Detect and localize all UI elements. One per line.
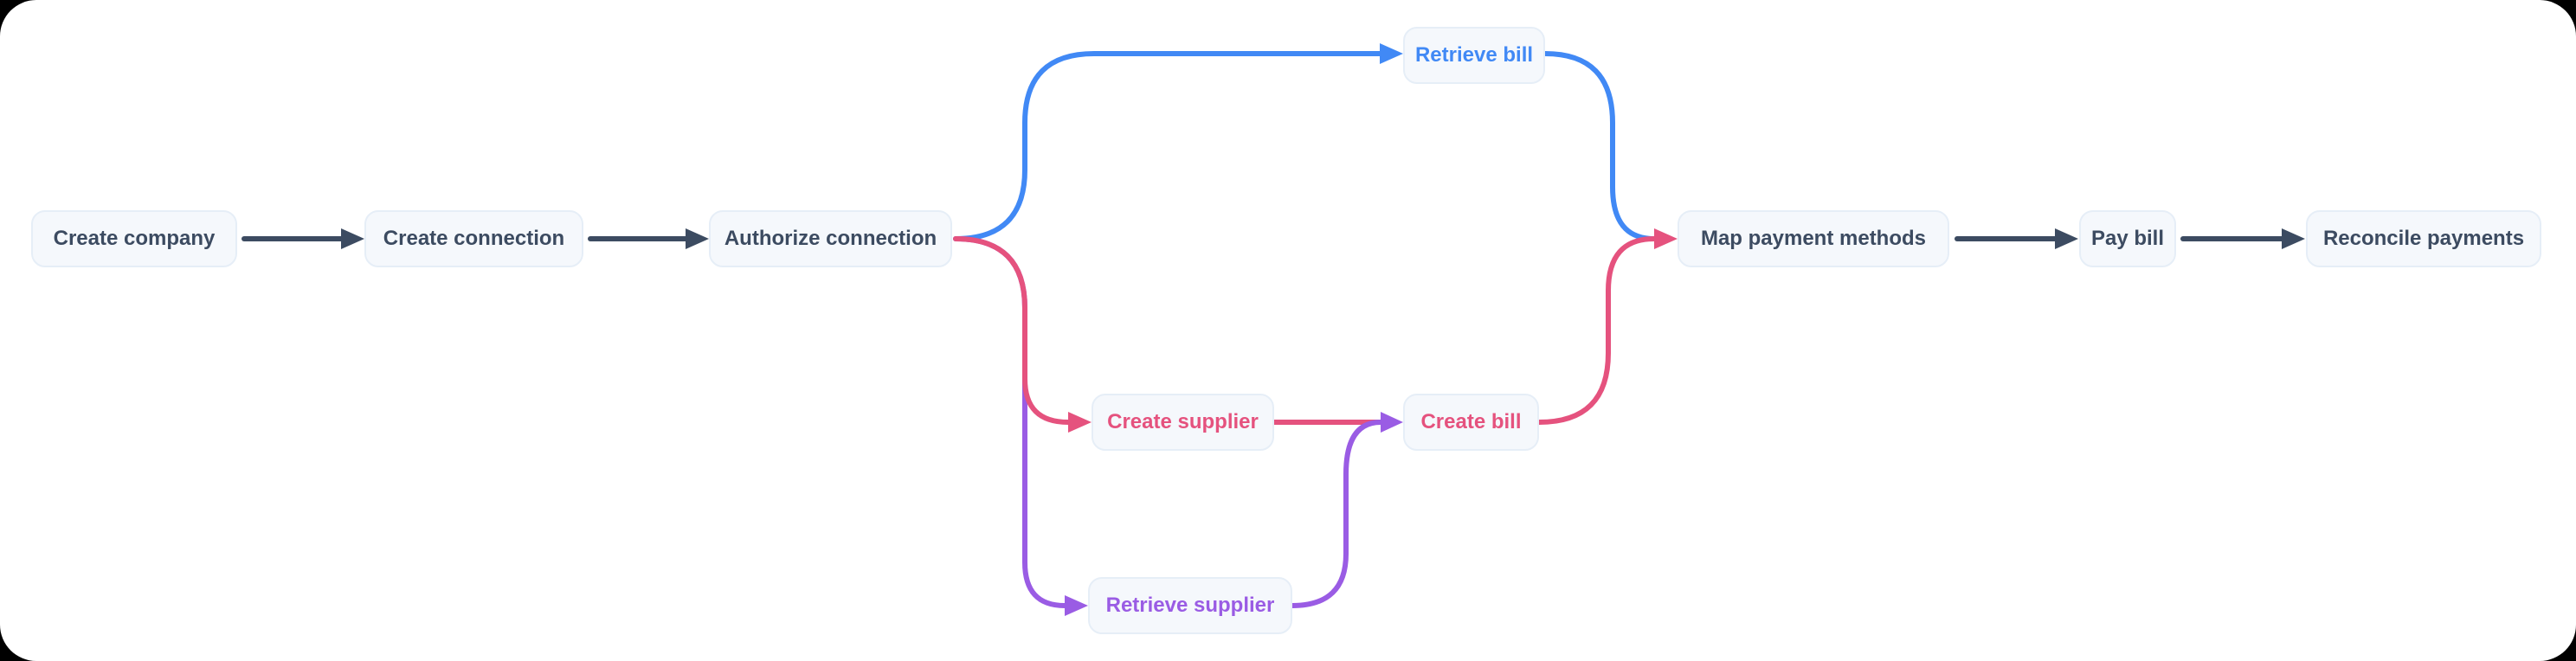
node-label: Authorize connection	[724, 227, 937, 250]
edge-authorize-connection-to-retrieve-bill	[953, 51, 1382, 241]
node-label: Create supplier	[1107, 410, 1259, 433]
node-label: Retrieve supplier	[1105, 594, 1275, 617]
arrowhead-authorize-connection	[686, 228, 709, 249]
node-label: Reconcile payments	[2322, 227, 2525, 250]
edge-authorize-connection-to-create-supplier	[953, 236, 1071, 425]
node-label: Map payment methods	[1700, 227, 1927, 250]
edge-retrieve-bill-to-map-payment-methods	[1542, 51, 1657, 241]
node-label: Pay bill	[2090, 227, 2165, 250]
arrowhead-pay-bill	[2055, 228, 2078, 249]
arrowhead-create-connection	[341, 228, 364, 249]
node-authorize-connection[interactable]: Authorize connection	[709, 210, 952, 267]
node-label: Retrieve bill	[1414, 43, 1534, 67]
node-create-company[interactable]: Create company	[31, 210, 237, 267]
arrowhead-retrieve-bill	[1380, 43, 1403, 64]
arrowhead-reconcile-payments	[2282, 228, 2305, 249]
node-create-supplier[interactable]: Create supplier	[1092, 394, 1274, 451]
node-map-payment-methods[interactable]: Map payment methods	[1678, 210, 1949, 267]
node-create-connection[interactable]: Create connection	[364, 210, 583, 267]
node-create-bill[interactable]: Create bill	[1403, 394, 1539, 451]
node-retrieve-supplier[interactable]: Retrieve supplier	[1088, 577, 1292, 634]
node-label: Create bill	[1420, 410, 1522, 433]
node-label: Create connection	[383, 227, 565, 250]
arrowhead-retrieve-supplier	[1065, 595, 1088, 616]
edge-create-bill-to-map-payment-methods	[1536, 236, 1657, 425]
node-reconcile-payments[interactable]: Reconcile payments	[2306, 210, 2541, 267]
edge-authorize-connection-to-retrieve-supplier	[953, 236, 1067, 608]
node-retrieve-bill[interactable]: Retrieve bill	[1403, 27, 1545, 84]
node-label: Create company	[53, 227, 216, 250]
node-pay-bill[interactable]: Pay bill	[2079, 210, 2176, 267]
arrowhead-create-supplier	[1068, 412, 1092, 433]
edge-retrieve-supplier-to-create-bill	[1290, 420, 1383, 608]
arrowhead-create-bill	[1381, 412, 1403, 433]
arrowhead-map-payment-methods	[1654, 228, 1678, 249]
